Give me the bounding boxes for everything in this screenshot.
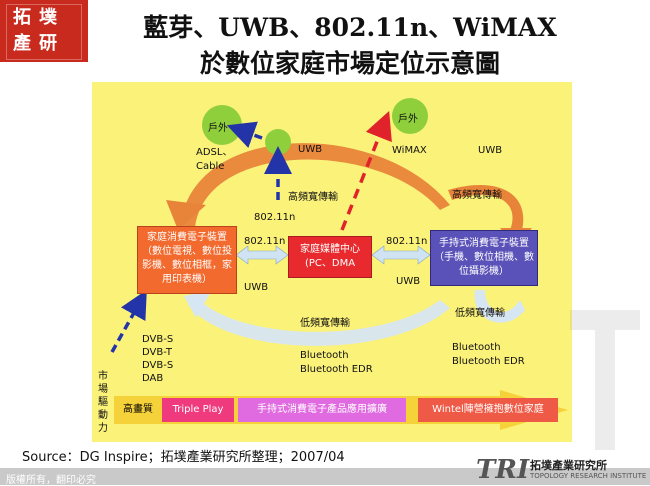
tri-logo: TRI bbox=[476, 455, 530, 485]
high-bandwidth-arc-head bbox=[166, 200, 206, 230]
logo-char: 研 bbox=[39, 33, 57, 54]
brand-logo-mark: 拓 墣 產 研 bbox=[6, 4, 82, 60]
brand-logo: 拓 墣 產 研 bbox=[0, 0, 88, 62]
right-high-bandwidth-arc bbox=[448, 184, 524, 230]
outdoor-label-left: 戶外 bbox=[208, 123, 228, 134]
low-bandwidth-mid-label: 低頻寬傳輸 bbox=[300, 318, 350, 329]
adsl-label: ADSL、Cable bbox=[196, 147, 233, 172]
right-double-arrow bbox=[371, 245, 431, 265]
outdoor-label-right: 戶外 bbox=[398, 114, 418, 125]
blue-dashed-arrow-market bbox=[110, 289, 147, 353]
broadcast-standard-item: DVB-S bbox=[142, 334, 174, 345]
market-drive-char: 驅 bbox=[98, 397, 108, 408]
page-title-line1: 藍芽、UWB、802.11n、WiMAX bbox=[143, 13, 557, 42]
brand-name: 拓墣產業研究所 bbox=[530, 459, 607, 472]
copyright-text: 版權所有，翻印必究 bbox=[6, 475, 96, 486]
logo-char: 墣 bbox=[39, 7, 57, 28]
market-drive-char: 力 bbox=[98, 423, 108, 434]
page-title-line2: 於數位家庭市場定位示意圖 bbox=[199, 49, 500, 78]
outdoor-node-right bbox=[392, 98, 428, 134]
home-device-box: 家庭消費電子裝置（數位電視、數位投影機、數位相框，家用印表機） bbox=[137, 226, 237, 294]
80211n-left-label: 802.11n bbox=[244, 236, 286, 247]
red-dashed-arrow-wimax bbox=[340, 110, 392, 231]
media-center-box: 家庭媒體中心 (PC、DMA bbox=[288, 236, 372, 278]
market-drive-char: 市 bbox=[98, 371, 108, 382]
broadcast-standards-list: DVB-S DVB-T DVB-S DAB bbox=[142, 333, 173, 385]
low-bandwidth-arc bbox=[188, 300, 450, 346]
timeline-stage-triple-play: Triple Play bbox=[162, 398, 234, 422]
logo-char: 拓 bbox=[13, 7, 31, 28]
high-bandwidth-arc bbox=[180, 143, 450, 228]
left-double-arrow bbox=[235, 245, 289, 265]
right-low-bandwidth-arc bbox=[474, 290, 525, 323]
wimax-label: WiMAX bbox=[392, 145, 427, 156]
logo-char: 產 bbox=[13, 33, 31, 54]
brand-name-en: TOPOLOGY RESEARCH INSTITUTE bbox=[530, 472, 647, 480]
high-bandwidth-left-label: 高頻寬傳輸 bbox=[288, 192, 338, 203]
broadcast-standard-item: DAB bbox=[142, 373, 164, 384]
timeline-stage-hd: 高畫質 bbox=[116, 400, 160, 420]
bluetooth-edr-left-label: Bluetooth EDR bbox=[300, 364, 373, 375]
tri-watermark bbox=[570, 310, 640, 450]
uwb-right-label: UWB bbox=[478, 145, 503, 156]
blue-dashed-arrow-outdoor bbox=[226, 121, 263, 148]
80211n-right-label: 802.11n bbox=[386, 236, 428, 247]
market-drive-char: 場 bbox=[98, 384, 108, 395]
bluetooth-left-label: Bluetooth bbox=[300, 350, 349, 361]
low-bandwidth-arc-head bbox=[184, 290, 212, 318]
market-drive-char: 動 bbox=[98, 410, 108, 421]
low-bandwidth-right-label: 低頻寬傳輸 bbox=[455, 308, 505, 319]
bluetooth-edr-right-label: Bluetooth EDR bbox=[452, 356, 525, 367]
source-note: Source：DG Inspire；拓墣產業研究所整理；2007/04 bbox=[22, 450, 345, 465]
handheld-device-box: 手持式消費電子裝置（手機、數位相機、數位攝影機） bbox=[430, 230, 538, 286]
footer-bar bbox=[0, 468, 650, 485]
80211n-top-label: 802.11n bbox=[254, 212, 296, 223]
connector-node bbox=[265, 129, 291, 155]
broadcast-standard-item: DVB-T bbox=[142, 347, 173, 358]
market-drive-label: 市 場 驅 動 力 bbox=[98, 370, 108, 435]
high-bandwidth-right-label: 高頻寬傳輸 bbox=[452, 190, 502, 201]
timeline-stage-handheld: 手持式消費電子產品應用擴廣 bbox=[238, 398, 406, 422]
uwb-top-label: UWB bbox=[298, 144, 323, 155]
bluetooth-right-label: Bluetooth bbox=[452, 342, 501, 353]
uwb-left-label: UWB bbox=[244, 282, 269, 293]
timeline-stage-wintel: Wintel陣營擁抱數位家庭 bbox=[418, 398, 558, 422]
uwb-mid-label: UWB bbox=[396, 276, 421, 287]
broadcast-standard-item: DVB-S bbox=[142, 360, 174, 371]
